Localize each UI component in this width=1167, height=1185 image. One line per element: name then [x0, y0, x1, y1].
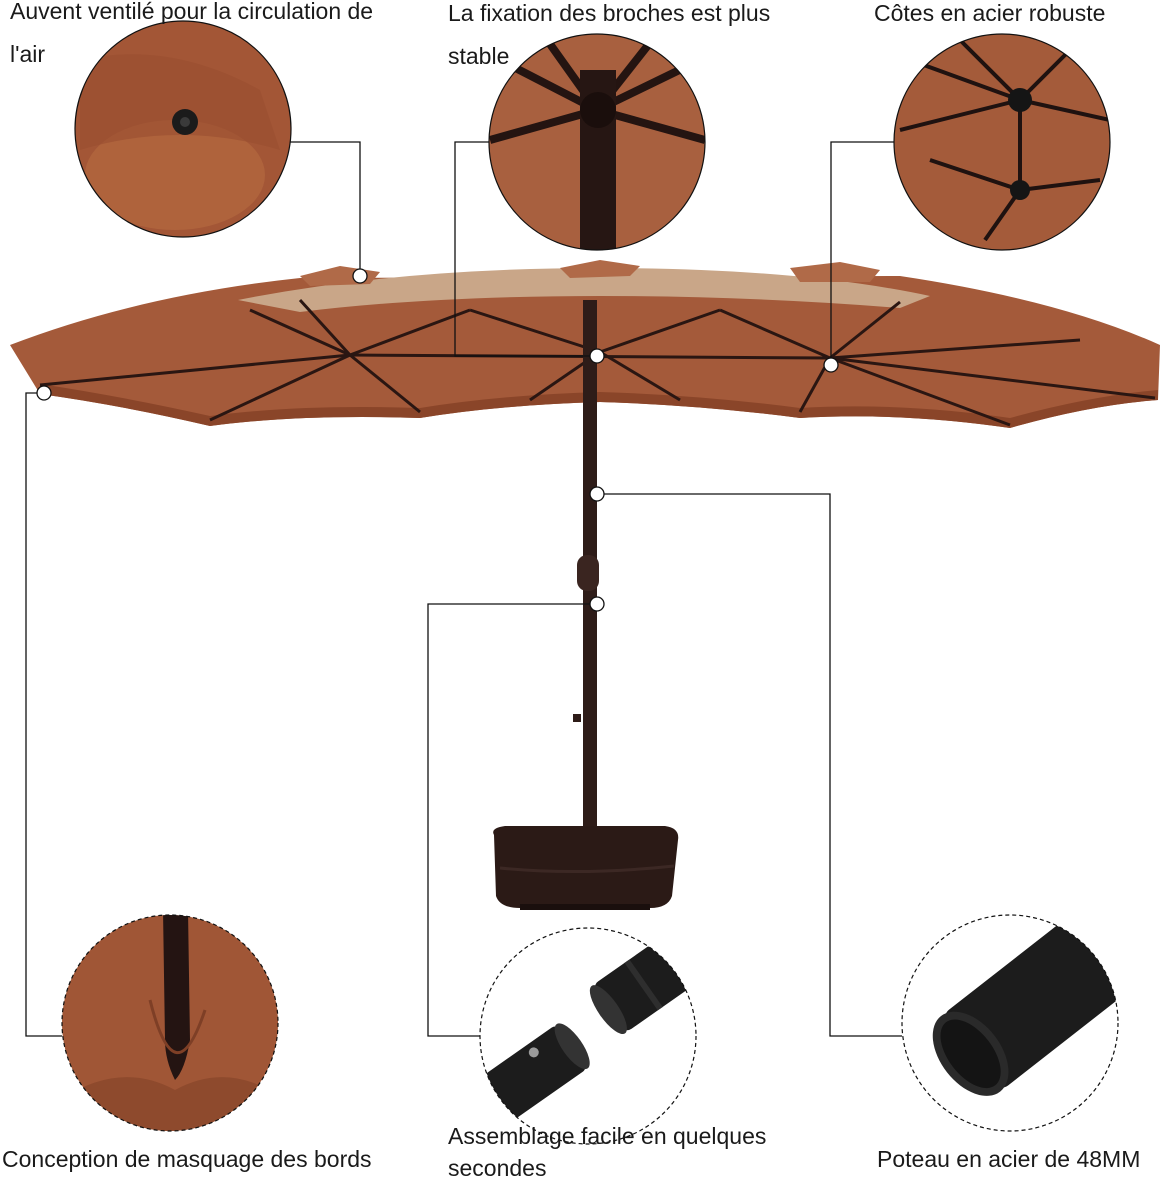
- vent-center: [560, 260, 640, 278]
- callout-assembly: Assemblage facile en quelques secondes: [448, 1123, 767, 1181]
- detail-edge: [61, 914, 279, 1132]
- marker-ribs: [823, 357, 839, 373]
- leader-vent: [290, 141, 361, 276]
- callout-pole: Poteau en acier de 48MM: [877, 1146, 1141, 1172]
- main-umbrella: [10, 260, 1160, 910]
- marker-pins: [589, 348, 605, 364]
- vent-right: [790, 262, 880, 282]
- canopy-top: [238, 268, 930, 312]
- crank-handle: [577, 555, 599, 591]
- leader-markers: [36, 268, 839, 612]
- leader-edge: [25, 392, 62, 1037]
- detail-vent: [74, 20, 292, 238]
- marker-pole: [589, 486, 605, 502]
- detail-ribs: [893, 33, 1111, 251]
- leader-ribs: [830, 141, 894, 365]
- marker-assembly: [589, 596, 605, 612]
- umbrella-base: [493, 826, 679, 910]
- vent-left: [300, 266, 380, 286]
- callout-pins: La fixation des broches est plus stable: [448, 0, 771, 69]
- detail-pole: [901, 914, 1119, 1132]
- detail-assembly: [479, 927, 697, 1145]
- callout-ribs: Côtes en acier robuste: [874, 0, 1106, 26]
- callout-vent: Auvent ventilé pour la circulation de l'…: [10, 0, 374, 67]
- leader-lines: [25, 141, 902, 1037]
- leader-pole: [597, 493, 902, 1037]
- leader-pins: [454, 141, 597, 357]
- detail-pins: [488, 33, 706, 251]
- canopy-edge-shadow: [40, 384, 1158, 428]
- tilt-button: [573, 714, 581, 722]
- marker-vent: [352, 268, 368, 284]
- marker-edge: [36, 385, 52, 401]
- leader-assembly: [427, 603, 597, 1037]
- callout-edge: Conception de masquage des bords: [2, 1146, 372, 1172]
